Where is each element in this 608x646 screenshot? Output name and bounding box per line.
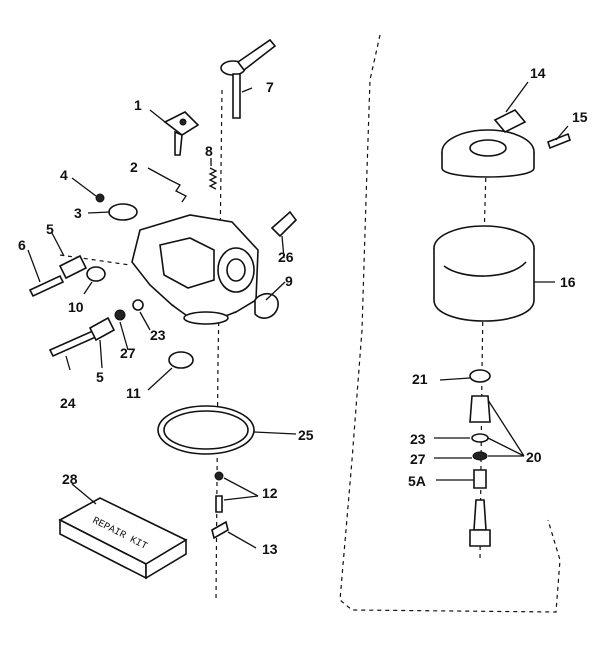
repair-kit-part-28: REPAIR KIT (58, 497, 188, 580)
label-20: 20 (526, 449, 542, 465)
label-11: 11 (126, 385, 141, 401)
bowl-nut-assembly-part-20 (469, 395, 491, 547)
centerline-horizontal (59, 254, 131, 266)
spring-part-2 (169, 179, 187, 203)
label-26: 26 (278, 249, 294, 265)
part-13-clip (211, 520, 229, 540)
choke-part-9 (254, 293, 279, 319)
label-27-left: 27 (120, 345, 136, 361)
spring-part-5-upper (58, 254, 88, 280)
label-3: 3 (74, 205, 82, 221)
washer-part-23 (132, 299, 144, 311)
centerline-right (479, 169, 487, 561)
label-27-right: 27 (410, 451, 426, 467)
part-12-pin (215, 495, 223, 513)
throttle-lever-part (163, 111, 200, 156)
leader-lines (27, 81, 569, 549)
assembly-boundary (339, 34, 561, 613)
needle-part-24 (48, 328, 100, 358)
float-part-14 (441, 109, 535, 178)
label-5A: 5A (408, 473, 426, 489)
label-25: 25 (298, 427, 314, 443)
label-2: 2 (130, 159, 138, 175)
label-6: 6 (18, 237, 26, 253)
label-23-right: 23 (410, 431, 426, 447)
label-15: 15 (572, 109, 588, 125)
screw-part-6 (28, 274, 65, 298)
label-16: 16 (560, 274, 576, 290)
bowl-part-16 (433, 225, 535, 322)
fitting-part-26 (270, 210, 298, 238)
label-13: 13 (262, 541, 278, 557)
label-24: 24 (60, 395, 76, 411)
label-1: 1 (134, 97, 142, 113)
centerline-left (215, 89, 223, 601)
disk-part-3 (108, 203, 138, 221)
label-5-upper: 5 (46, 221, 54, 237)
spring-part-5-lower (88, 316, 116, 342)
carburetor-body (131, 214, 259, 325)
part-12-ball (214, 471, 224, 481)
pin-part-15 (547, 132, 571, 150)
label-9: 9 (285, 273, 293, 289)
label-4: 4 (60, 167, 68, 183)
label-10: 10 (68, 299, 84, 315)
label-23-left: 23 (150, 327, 166, 343)
label-5-lower: 5 (96, 369, 104, 385)
washer-part-27 (114, 309, 126, 321)
label-21: 21 (412, 371, 428, 387)
label-8: 8 (205, 143, 213, 159)
part-4-screw (95, 193, 105, 203)
part-labels: 1 2 3 4 5 6 7 8 9 10 11 12 13 14 15 16 2… (18, 65, 588, 557)
o-ring-part-10 (86, 266, 106, 282)
spring-part-8 (208, 167, 218, 190)
label-14: 14 (530, 65, 546, 81)
washer-part-21 (469, 369, 491, 383)
throttle-shaft-part (220, 38, 277, 119)
label-28: 28 (62, 471, 78, 487)
gasket-ring-part-25 (157, 405, 255, 455)
label-12: 12 (262, 485, 278, 501)
gasket-part-11 (168, 351, 194, 369)
label-7: 7 (266, 79, 274, 95)
